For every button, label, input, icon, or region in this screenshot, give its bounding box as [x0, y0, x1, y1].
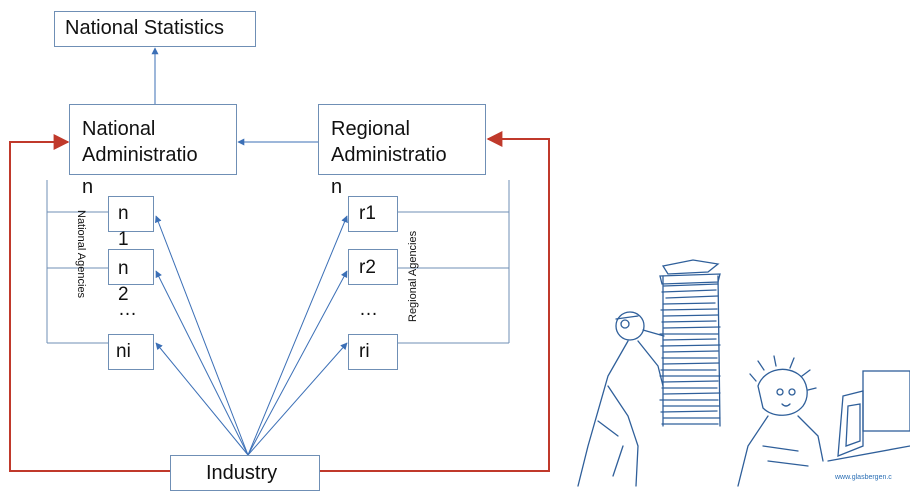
- national-administration-line-3: n: [82, 176, 94, 198]
- national-administration-box: [69, 104, 237, 175]
- national-agency-box-1: [108, 196, 154, 232]
- regional-agency-box-i: [348, 334, 398, 370]
- regional-agency-i-label: ri: [359, 341, 370, 362]
- feedback-industry-to-national: [9, 134, 170, 472]
- national-administration-line-1: National: [82, 118, 156, 140]
- regional-agency-box-1: [348, 196, 398, 232]
- regional-agency-ellipsis: …: [359, 299, 378, 320]
- industry-box: Industry: [170, 455, 320, 491]
- national-agency-1-line-2: 1: [118, 229, 129, 250]
- regional-agencies-label: Regional Agencies: [407, 230, 419, 322]
- regional-agencies-bus: [398, 180, 510, 344]
- national-statistics-box: National Statistics: [54, 11, 256, 47]
- regional-agency-1-label: r1: [359, 203, 376, 224]
- national-agency-box-2: [108, 249, 154, 285]
- regional-agency-2-label: r2: [359, 257, 376, 278]
- computer-monitor: [827, 370, 910, 462]
- feedback-industry-to-regional: [320, 131, 550, 472]
- national-statistics-label: National Statistics: [65, 17, 224, 39]
- national-agencies-label: National Agencies: [75, 210, 87, 299]
- regional-administration-line-3: n: [331, 176, 343, 198]
- office-cartoon-illustration: [577, 259, 910, 487]
- industry-fan: [154, 215, 348, 456]
- woman-at-desk: [737, 355, 824, 487]
- national-agency-1-line-1: n: [118, 203, 129, 224]
- national-agency-ellipsis: …: [118, 299, 137, 320]
- industry-label: Industry: [206, 462, 278, 484]
- cartoon-watermark: www.glasbergen.c: [835, 474, 892, 481]
- national-agency-i-line-1: ni: [116, 341, 131, 362]
- regional-agency-box-2: [348, 249, 398, 285]
- regional-administration-line-2: Administratio: [331, 144, 447, 166]
- regional-administration-line-1: Regional: [331, 118, 410, 140]
- national-agency-2-line-1: n: [118, 258, 129, 279]
- man-carrying-papers: [577, 311, 665, 487]
- national-agency-2-line-2: 2: [118, 284, 129, 305]
- regional-administration-box: [318, 104, 486, 175]
- national-agencies-bus: [46, 180, 108, 344]
- national-administration-line-2: Administratio: [82, 144, 198, 166]
- national-agency-box-i: [108, 334, 154, 370]
- paper-stack: [659, 259, 721, 427]
